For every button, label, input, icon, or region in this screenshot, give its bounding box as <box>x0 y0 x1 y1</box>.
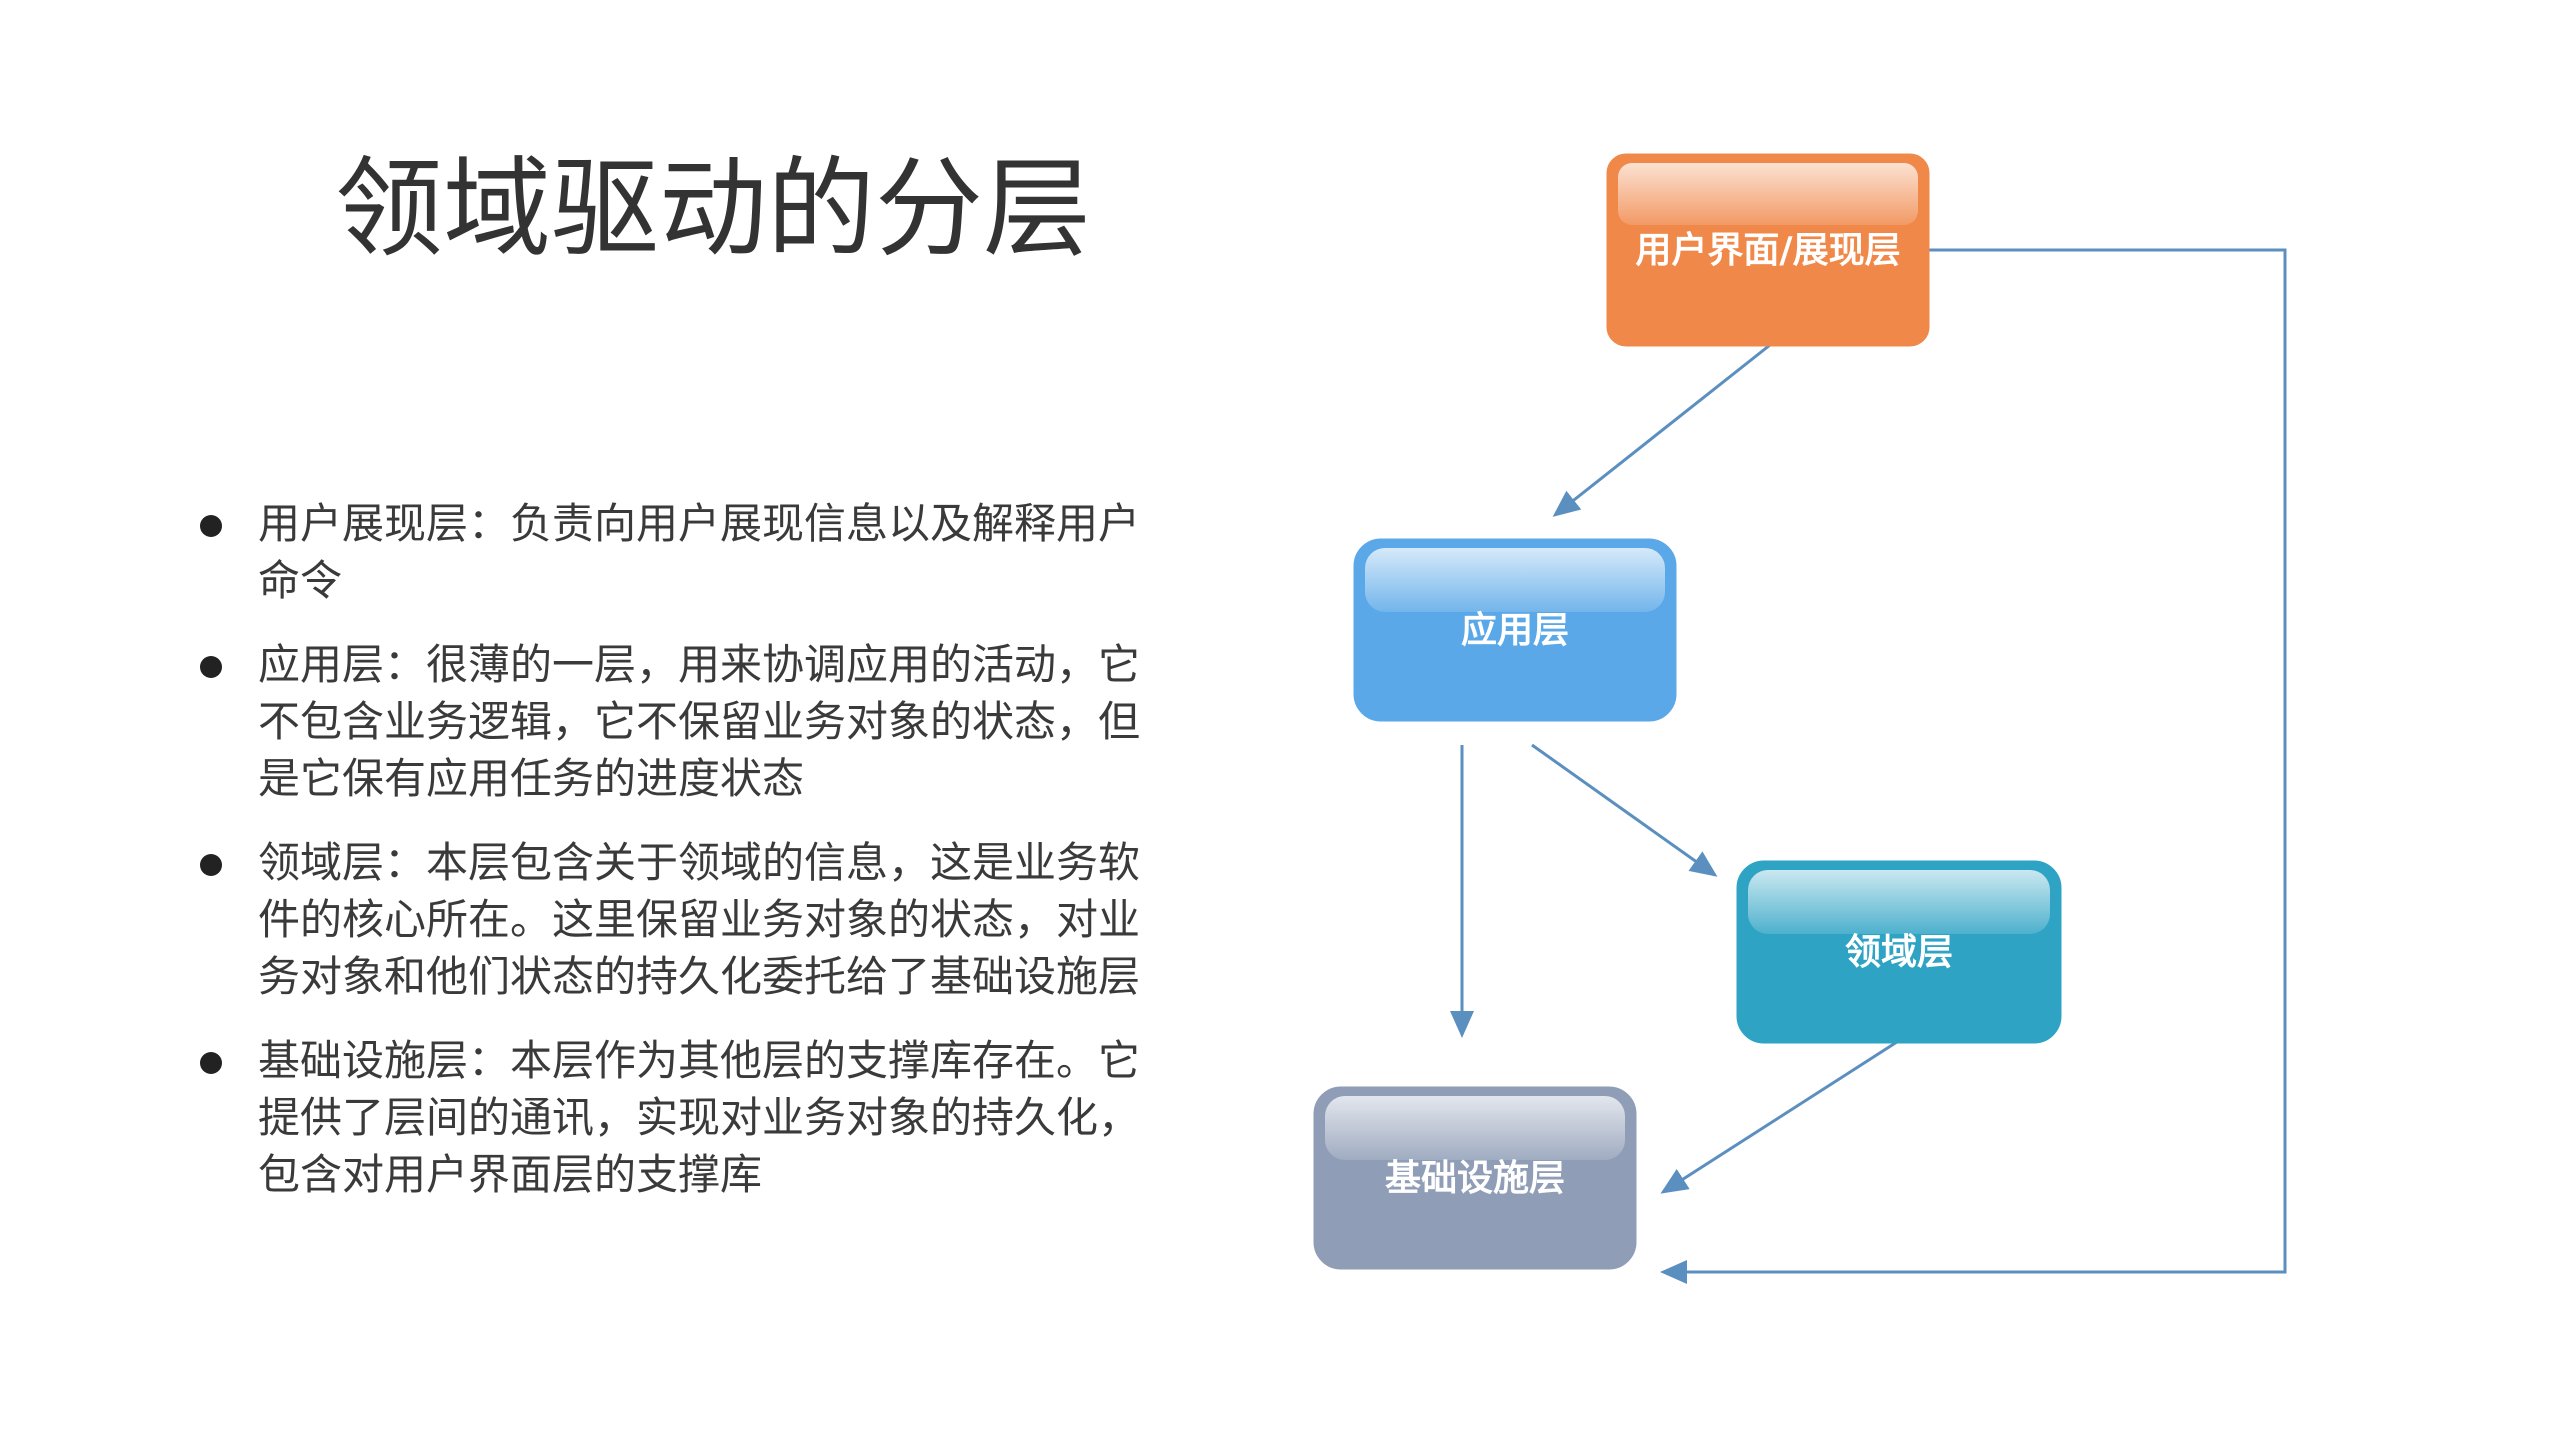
node-ui-label: 用户界面/展现层 <box>1635 230 1900 271</box>
bullet-item-infrastructure: 基础设施层：本层作为其他层的支撑库存在。它提供了层间的通讯，实现对业务对象的持久… <box>200 1032 1160 1203</box>
bullet-dot-icon <box>200 515 222 537</box>
edge-ui-to-app <box>1552 343 1771 517</box>
bullet-list: 用户展现层：负责向用户展现信息以及解释用户命令 应用层：很薄的一层，用来协调应用… <box>200 495 1160 1230</box>
bullet-dot-icon <box>200 1052 222 1074</box>
node-app-label: 应用层 <box>1461 610 1569 651</box>
edge-app-to-domain <box>1531 743 1718 877</box>
node-infra-gloss <box>1325 1096 1625 1160</box>
node-domain-gloss <box>1748 870 2050 934</box>
bullet-text: 应用层：很薄的一层，用来协调应用的活动，它不包含业务逻辑，它不保留业务对象的状态… <box>258 640 1141 803</box>
edge-ui-to-infra <box>1660 248 2287 1284</box>
node-app: 应用层 <box>1353 538 1677 722</box>
bullet-item-presentation: 用户展现层：负责向用户展现信息以及解释用户命令 <box>200 495 1160 609</box>
node-domain-label: 领域层 <box>1845 932 1953 973</box>
node-infra: 基础设施层 <box>1313 1086 1637 1270</box>
node-ui-gloss <box>1618 163 1918 225</box>
bullet-text: 基础设施层：本层作为其他层的支撑库存在。它提供了层间的通讯，实现对业务对象的持久… <box>258 1036 1141 1199</box>
slide-title: 领域驱动的分层 <box>335 147 1092 272</box>
bullet-item-application: 应用层：很薄的一层，用来协调应用的活动，它不包含业务逻辑，它不保留业务对象的状态… <box>200 636 1160 807</box>
bullet-text: 领域层：本层包含关于领域的信息，这是业务软件的核心所在。这里保留业务对象的状态，… <box>258 838 1141 1001</box>
node-infra-label: 基础设施层 <box>1385 1158 1565 1199</box>
node-app-gloss <box>1365 548 1665 612</box>
node-domain: 领域层 <box>1736 860 2062 1044</box>
node-ui: 用户界面/展现层 <box>1606 153 1930 347</box>
edge-domain-to-infra <box>1660 1038 1901 1194</box>
bullet-item-domain: 领域层：本层包含关于领域的信息，这是业务软件的核心所在。这里保留业务对象的状态，… <box>200 834 1160 1005</box>
edge-group <box>1450 248 2287 1284</box>
bullet-dot-icon <box>200 854 222 876</box>
bullet-dot-icon <box>200 656 222 678</box>
bullet-text: 用户展现层：负责向用户展现信息以及解释用户命令 <box>258 499 1141 605</box>
